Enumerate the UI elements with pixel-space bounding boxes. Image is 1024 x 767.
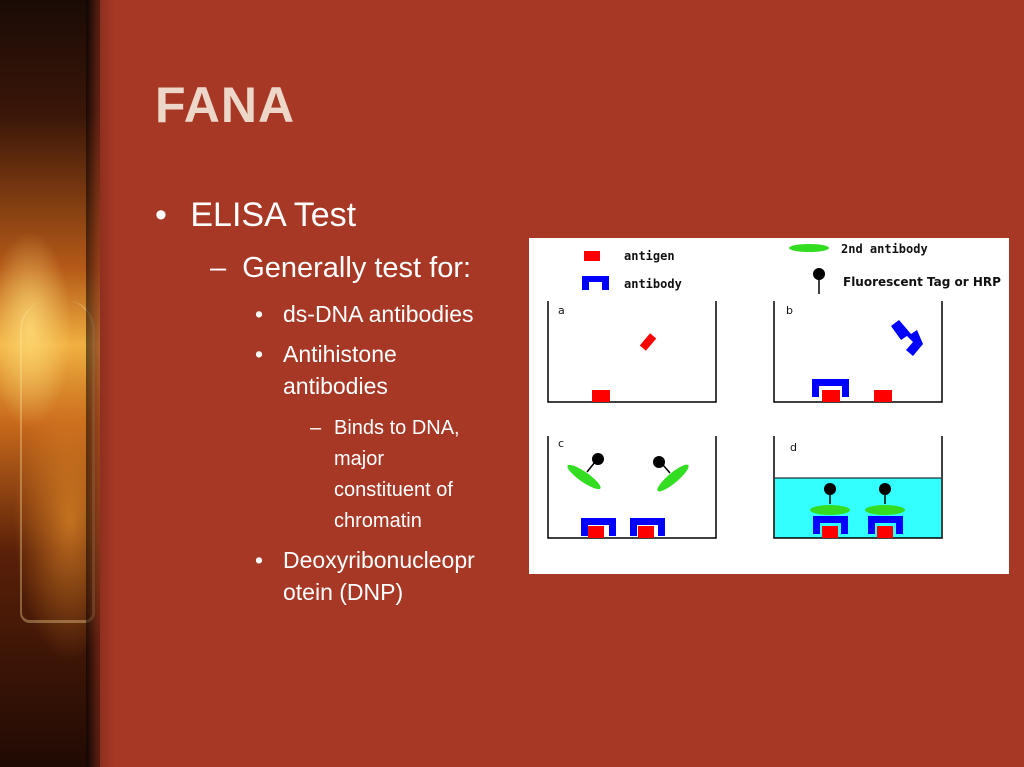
background-photo (0, 0, 100, 767)
sub-text-line: major (334, 448, 385, 470)
panel-c: c (547, 436, 717, 539)
sub-bullet-binds: – Binds to DNA, major constituent of chr… (310, 413, 460, 532)
antigen-shape (874, 390, 892, 402)
antibody-shape (868, 516, 903, 534)
second-antibody-shape (657, 464, 689, 492)
bullet-marker: • (155, 196, 167, 234)
panel-a: a (547, 301, 717, 403)
legend-2nd-antibody-swatch (789, 244, 829, 252)
tag-shape (824, 483, 836, 495)
legend-2nd-antibody-label: 2nd antibody (841, 242, 928, 256)
bullet-text-line: Deoxyribonucleopr (283, 547, 475, 573)
bullet-marker: • (255, 547, 264, 573)
elisa-diagram-svg: antigen antibody 2nd antibody Fluorescen… (547, 242, 1001, 539)
bullet-text: Generally test for: (242, 252, 472, 284)
tag-shape (592, 453, 604, 465)
bullet-text-line: otein (DNP) (283, 579, 404, 605)
antibody-shape (812, 379, 849, 397)
legend-antibody-swatch (582, 276, 609, 290)
dash-marker: – (310, 417, 322, 439)
elisa-diagram: antigen antibody 2nd antibody Fluorescen… (529, 238, 1009, 574)
bullet-generally: – Generally test for: (210, 252, 471, 285)
bullet-marker: • (255, 301, 264, 327)
antigen-shape (592, 390, 610, 402)
sub-text-line: chromatin (334, 510, 422, 532)
legend-antibody-label: antibody (624, 277, 682, 291)
second-antibody-shape (567, 464, 601, 490)
bullet-dsdna: • ds-DNA antibodies (255, 298, 474, 330)
antigen-shape (638, 526, 654, 538)
antibody-shape (813, 516, 848, 534)
panel-label-c: c (558, 437, 564, 450)
bullet-text-line: Antihistone (283, 341, 397, 367)
panel-label-b: b (786, 304, 793, 317)
tag-shape (653, 456, 665, 468)
antibody-shape (891, 320, 923, 356)
fluid-fill (775, 478, 941, 538)
tag-shape (879, 483, 891, 495)
bullet-text: ds-DNA antibodies (283, 301, 474, 327)
antigen-shape (822, 526, 838, 538)
antigen-shape (639, 333, 657, 351)
antigen-shape (822, 390, 840, 402)
bullet-elisa: • ELISA Test (155, 196, 356, 235)
second-antibody-shape (865, 505, 905, 515)
legend-antigen-swatch (584, 251, 600, 261)
second-antibody-shape (810, 505, 850, 515)
bullet-marker: • (255, 341, 264, 367)
dash-marker: – (210, 252, 227, 284)
antigen-shape (877, 526, 893, 538)
antibody-shape (630, 518, 665, 536)
panel-label-a: a (558, 304, 565, 317)
bullet-text: ELISA Test (190, 196, 357, 234)
bullet-antihistone: • Antihistone antibodies (255, 338, 397, 399)
photo-edge-shadow (86, 0, 116, 767)
bullet-dnp: • Deoxyribonucleopr otein (DNP) (255, 544, 475, 605)
sub-text-line: constituent of (334, 479, 453, 501)
panel-b: b (773, 301, 943, 403)
legend-antigen-label: antigen (624, 249, 675, 263)
legend-tag-label: Fluorescent Tag or HRP (843, 275, 1001, 289)
panel-d: d (773, 436, 943, 539)
panel-label-d: d (790, 441, 797, 454)
legend-tag-swatch (813, 268, 825, 280)
sub-text-line: Binds to DNA, (334, 417, 460, 439)
antigen-shape (588, 526, 604, 538)
bullet-text-line: antibodies (283, 373, 388, 399)
slide-title: FANA (155, 77, 296, 133)
antibody-shape (581, 518, 616, 536)
